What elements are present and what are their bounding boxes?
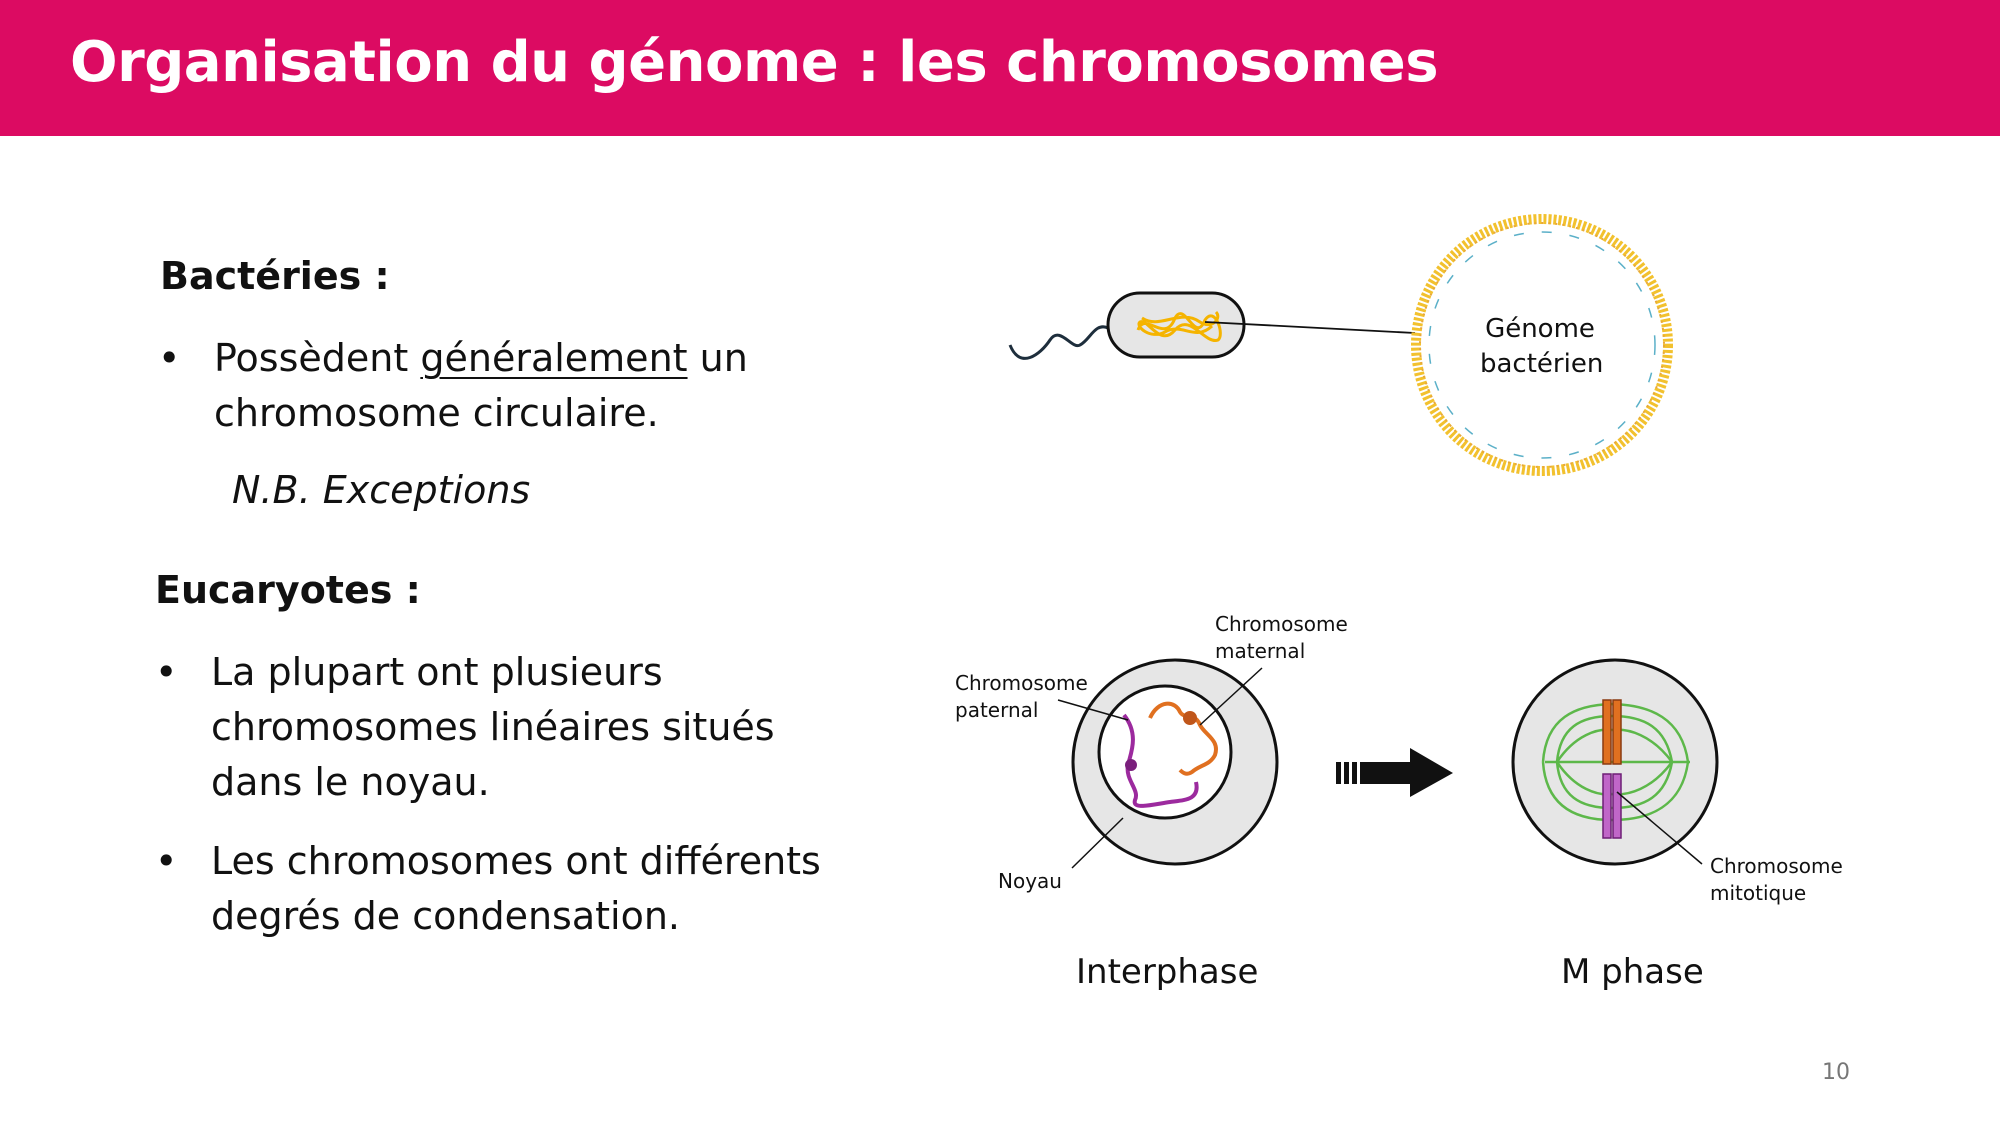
label-line: paternal (955, 698, 1039, 722)
bacterial-genome-label: Génome bactérien (1480, 312, 1604, 382)
label-line: bactérien (1480, 349, 1604, 379)
label-line: maternal (1215, 639, 1306, 663)
bullet-dot: • (158, 336, 181, 380)
label-line: Génome (1485, 314, 1595, 344)
label-line: Chromosome (955, 671, 1088, 695)
bullet-text-line: chromosome circulaire. (214, 391, 659, 435)
label-line: Chromosome (1215, 612, 1348, 636)
bullet-text-line: chromosomes linéaires situés (211, 705, 775, 749)
maternal-chromosome (1148, 701, 1218, 776)
bacteria-bullet: • Possèdent généralement un chromosome c… (158, 331, 858, 443)
underlined-word: généralement (420, 336, 688, 380)
page-number: 10 (1822, 1060, 1850, 1085)
title-bar: Organisation du génome : les chromosomes (0, 0, 2000, 136)
mitotic-pointer-line (1616, 791, 1703, 865)
transition-arrow (1336, 748, 1453, 797)
eukaryotes-bullet-1: • La plupart ont plusieurs chromosomes l… (155, 645, 855, 815)
bullet-dot: • (155, 839, 178, 883)
mitotic-chromosome-label: Chromosome mitotique (1710, 853, 1843, 907)
paternal-chromosome (1122, 713, 1199, 808)
eukaryotes-bullet-2: • Les chromosomes ont différents degrés … (155, 834, 875, 946)
purple-chromatid (1612, 773, 1622, 839)
flagellum (1008, 325, 1109, 360)
bullet-text: La plupart ont plusieurs chromosomes lin… (211, 645, 775, 810)
genome-pointer-line (1204, 321, 1416, 334)
orange-chromatid (1602, 699, 1612, 765)
purple-chromatid (1602, 773, 1612, 839)
label-line: mitotique (1710, 881, 1807, 905)
maternal-chromosome-label: Chromosome maternal (1215, 611, 1348, 665)
interphase-caption: Interphase (1076, 952, 1259, 992)
bullet-text-part: un (687, 336, 748, 380)
eukaryotes-heading: Eucaryotes : (155, 568, 421, 612)
bullet-text: Les chromosomes ont différents degrés de… (211, 834, 821, 944)
bacterium-illustration (1008, 291, 1416, 360)
mphase-cell (1511, 658, 1719, 866)
bullet-dot: • (155, 650, 178, 694)
exceptions-note: N.B. Exceptions (232, 468, 531, 512)
orange-chromatid (1612, 699, 1622, 765)
maternal-pointer-line (1199, 667, 1263, 726)
paternal-pointer-line (1057, 699, 1129, 721)
bacterium-cell (1106, 291, 1246, 359)
mphase-caption: M phase (1561, 952, 1704, 992)
bacteria-heading: Bactéries : (160, 254, 390, 298)
paternal-chromosome-label: Chromosome paternal (955, 670, 1088, 724)
page-title: Organisation du génome : les chromosomes (70, 30, 1439, 95)
bullet-text-line: dans le noyau. (211, 760, 490, 804)
nucleus-label: Noyau (998, 869, 1062, 893)
nucleus-pointer-line (1071, 817, 1124, 869)
bacterial-genome-circle (1411, 214, 1673, 476)
bullet-text: Possèdent généralement un chromosome cir… (214, 331, 748, 441)
bullet-text-line: La plupart ont plusieurs (211, 650, 663, 694)
bullet-text-line: Les chromosomes ont différents (211, 839, 821, 883)
interphase-cell (1057, 658, 1279, 869)
label-line: Chromosome (1710, 854, 1843, 878)
bacterial-dna-tangle (1136, 310, 1222, 342)
bullet-text-line: degrés de condensation. (211, 894, 681, 938)
bullet-text-part: Possèdent (214, 336, 421, 380)
